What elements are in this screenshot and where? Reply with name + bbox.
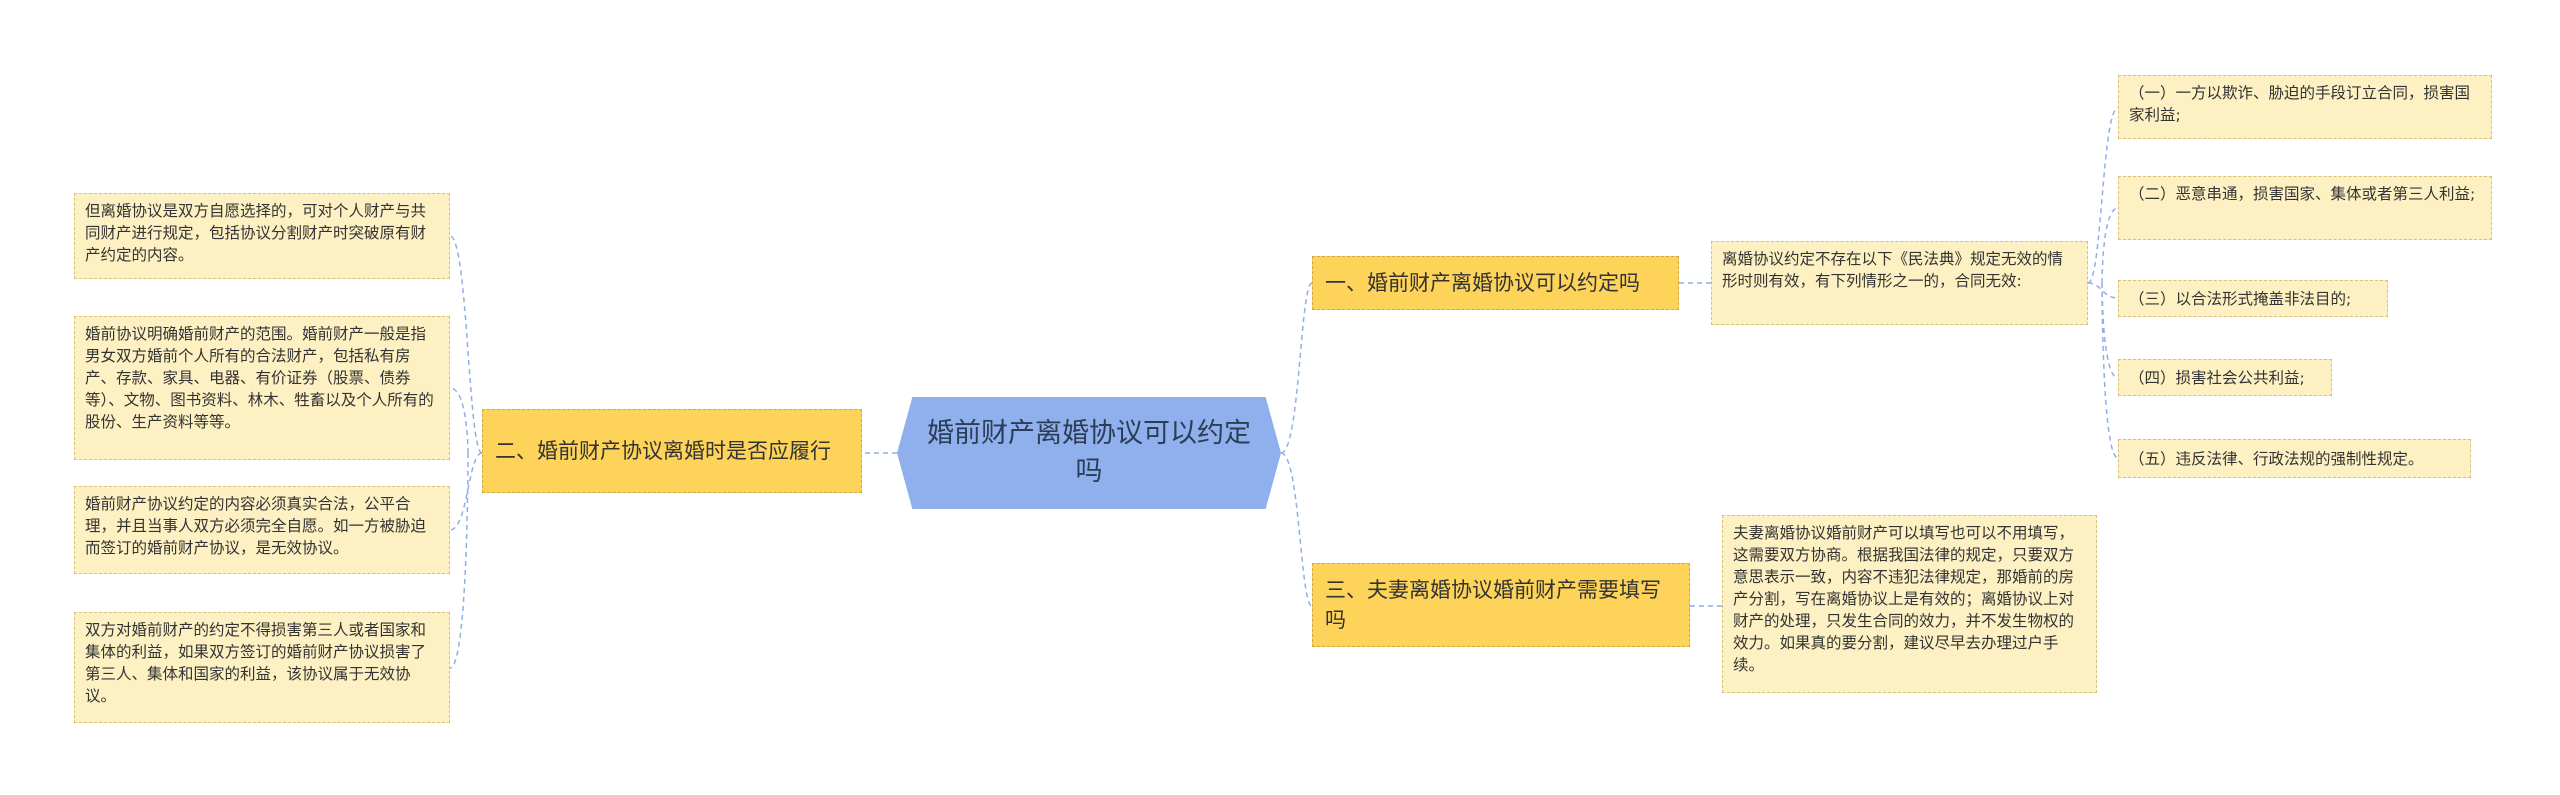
branch2-leaf-2[interactable]: 婚前协议明确婚前财产的范围。婚前财产一般是指男女双方婚前个人所有的合法财产，包括… [74, 316, 450, 460]
branch2-leaf-3[interactable]: 婚前财产协议约定的内容必须真实合法，公平合理，并且当事人双方必须完全自愿。如一方… [74, 486, 450, 574]
branch-node-1[interactable]: 一、婚前财产离婚协议可以约定吗 [1312, 256, 1679, 310]
central-topic-label: 婚前财产离婚协议可以约定吗 [927, 418, 1251, 487]
invalid-case-5[interactable]: （五）违反法律、行政法规的强制性规定。 [2118, 439, 2471, 478]
invalid-case-3[interactable]: （三）以合法形式掩盖非法目的; [2118, 280, 2388, 317]
invalid-case-4-text: （四）损害社会公共利益; [2129, 368, 2305, 387]
branch2-leaf-2-text: 婚前协议明确婚前财产的范围。婚前财产一般是指男女双方婚前个人所有的合法财产，包括… [85, 325, 434, 431]
edge-root-branch1 [1280, 282, 1313, 454]
branch-node-1-label: 一、婚前财产离婚协议可以约定吗 [1325, 271, 1640, 295]
invalid-case-1-text: （一）一方以欺诈、胁迫的手段订立合同，损害国家利益; [2129, 84, 2471, 124]
invalid-case-3-text: （三）以合法形式掩盖非法目的; [2129, 289, 2352, 308]
edge-branch2-leaves [449, 235, 483, 669]
branch-node-3[interactable]: 三、夫妻离婚协议婚前财产需要填写吗 [1312, 563, 1690, 647]
branch-node-2[interactable]: 二、婚前财产协议离婚时是否应履行 [482, 409, 862, 493]
invalid-case-4[interactable]: （四）损害社会公共利益; [2118, 359, 2332, 396]
invalid-case-2-text: （二）恶意串通，损害国家、集体或者第三人利益; [2129, 185, 2476, 203]
branch2-leaf-1[interactable]: 但离婚协议是双方自愿选择的，可对个人财产与共同财产进行规定，包括协议分割财产时突… [74, 193, 450, 279]
central-topic[interactable]: 婚前财产离婚协议可以约定吗 [897, 397, 1281, 509]
edge-root-branch3 [1280, 452, 1313, 607]
branch1-summary-text: 离婚协议约定不存在以下《民法典》规定无效的情形时则有效，有下列情形之一的，合同无… [1722, 250, 2064, 290]
branch2-leaf-4[interactable]: 双方对婚前财产的约定不得损害第三人或者国家和集体的利益，如果双方签订的婚前财产协… [74, 612, 450, 723]
branch2-leaf-4-text: 双方对婚前财产的约定不得损害第三人或者国家和集体的利益，如果双方签订的婚前财产协… [85, 621, 427, 705]
branch3-detail-node[interactable]: 夫妻离婚协议婚前财产可以填写也可以不用填写，这需要双方协商。根据我国法律的规定，… [1722, 515, 2097, 693]
invalid-case-2[interactable]: （二）恶意串通，损害国家、集体或者第三人利益; [2118, 176, 2492, 240]
branch1-summary-node[interactable]: 离婚协议约定不存在以下《民法典》规定无效的情形时则有效，有下列情形之一的，合同无… [1711, 241, 2088, 325]
branch2-leaf-3-text: 婚前财产协议约定的内容必须真实合法，公平合理，并且当事人双方必须完全自愿。如一方… [85, 495, 427, 557]
invalid-case-1[interactable]: （一）一方以欺诈、胁迫的手段订立合同，损害国家利益; [2118, 75, 2492, 139]
edge-summary-items [2087, 107, 2119, 459]
branch-node-3-label: 三、夫妻离婚协议婚前财产需要填写吗 [1325, 578, 1661, 632]
branch-node-2-label: 二、婚前财产协议离婚时是否应履行 [495, 439, 831, 463]
branch2-leaf-1-text: 但离婚协议是双方自愿选择的，可对个人财产与共同财产进行规定，包括协议分割财产时突… [85, 202, 427, 264]
invalid-case-5-text: （五）违反法律、行政法规的强制性规定。 [2129, 449, 2424, 468]
branch3-detail-text: 夫妻离婚协议婚前财产可以填写也可以不用填写，这需要双方协商。根据我国法律的规定，… [1733, 524, 2075, 674]
